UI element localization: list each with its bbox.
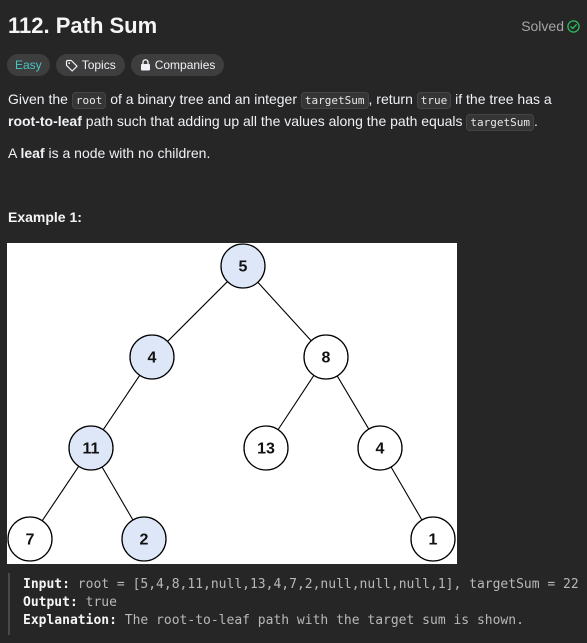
tree-node-label: 7 bbox=[26, 532, 35, 549]
tree-node-8: 8 bbox=[303, 334, 349, 380]
difficulty-badge[interactable]: Easy bbox=[7, 54, 50, 76]
tree-node-label: 1 bbox=[429, 532, 438, 549]
solved-label: Solved bbox=[521, 18, 564, 34]
tree-node-circle bbox=[220, 243, 266, 289]
tree-node-label: 13 bbox=[257, 441, 275, 458]
text: A bbox=[8, 145, 21, 161]
check-circle-icon bbox=[567, 19, 580, 33]
problem-title: 112. Path Sum bbox=[8, 13, 158, 38]
tree-node-4: 4 bbox=[129, 334, 175, 380]
input-line: Input: root = [5,4,8,11,null,13,4,7,2,nu… bbox=[23, 576, 579, 594]
companies-label: Companies bbox=[154, 58, 216, 72]
topics-button[interactable]: Topics bbox=[55, 54, 125, 76]
tree-node-label: 8 bbox=[322, 350, 331, 367]
explanation-line: Explanation: The root-to-leaf path with … bbox=[23, 612, 578, 630]
lock-icon bbox=[140, 59, 150, 71]
tree-edge bbox=[257, 281, 312, 342]
code-targetsum: targetSum bbox=[300, 92, 369, 109]
explanation-label: Explanation: bbox=[23, 613, 117, 628]
tree-node-4: 4 bbox=[357, 425, 403, 471]
example-tree-diagram: 5 4 8 11 13 4 7 2 1 bbox=[7, 243, 457, 564]
text: , return bbox=[368, 91, 417, 107]
description-paragraph-2: A leaf is a node with no children. bbox=[8, 143, 583, 164]
topics-label: Topics bbox=[81, 58, 116, 72]
tree-node-circle bbox=[121, 516, 167, 562]
tree-node-label: 11 bbox=[83, 441, 100, 458]
problem-description: Given the root of a binary tree and an i… bbox=[8, 89, 583, 164]
tree-edge bbox=[41, 465, 80, 522]
text: . bbox=[534, 113, 538, 129]
tree-node-13: 13 bbox=[243, 425, 289, 471]
example-io-block: Input: root = [5,4,8,11,null,13,4,7,2,nu… bbox=[8, 573, 579, 635]
text: is a node with no children. bbox=[44, 145, 211, 161]
tree-edge bbox=[102, 374, 141, 431]
companies-button[interactable]: Companies bbox=[130, 54, 225, 76]
tree-edge bbox=[101, 466, 134, 521]
tree-node-circle bbox=[68, 425, 114, 471]
output-label: Output: bbox=[23, 595, 78, 610]
text: if the tree has a bbox=[451, 91, 552, 107]
tree-node-label: 4 bbox=[148, 350, 157, 367]
tree-node-circle bbox=[7, 516, 53, 562]
tree-node-circle bbox=[357, 425, 403, 471]
code-true: true bbox=[416, 92, 452, 109]
output-line: Output: true bbox=[23, 594, 578, 612]
tree-node-circle bbox=[303, 334, 349, 380]
tree-node-circle bbox=[410, 516, 456, 562]
tree-node-11: 11 bbox=[68, 425, 114, 471]
input-value: root = [5,4,8,11,null,13,4,7,2,null,null… bbox=[69, 577, 579, 592]
tree-node-5: 5 bbox=[220, 243, 266, 289]
tree-node-label: 5 bbox=[239, 259, 248, 276]
bold-leaf: leaf bbox=[20, 145, 45, 161]
tree-node-label: 4 bbox=[376, 441, 385, 458]
code-root: root bbox=[71, 92, 107, 109]
tag-icon bbox=[65, 59, 78, 72]
tree-node-2: 2 bbox=[121, 516, 167, 562]
explanation-value: The root-to-leaf path with the target su… bbox=[116, 613, 524, 628]
tree-edge bbox=[390, 466, 423, 521]
text: path such that adding up all the values … bbox=[81, 113, 467, 129]
tree-node-circle bbox=[129, 334, 175, 380]
input-label: Input: bbox=[23, 577, 70, 592]
tree-edge bbox=[167, 281, 228, 342]
description-paragraph-1: Given the root of a binary tree and an i… bbox=[8, 89, 583, 133]
output-value: true bbox=[77, 595, 117, 610]
solved-status: Solved bbox=[521, 18, 580, 34]
tree-edge bbox=[277, 375, 315, 430]
tree-edge bbox=[336, 375, 370, 430]
tree-node-circle bbox=[243, 425, 289, 471]
text: Given the bbox=[8, 91, 72, 107]
tag-row: Easy Topics Companies bbox=[7, 54, 225, 76]
tree-node-1: 1 bbox=[410, 516, 456, 562]
code-targetsum: targetSum bbox=[466, 114, 535, 131]
text: of a binary tree and an integer bbox=[106, 91, 301, 107]
tree-node-label: 2 bbox=[140, 532, 149, 549]
tree-node-7: 7 bbox=[7, 516, 53, 562]
bold-root-to-leaf: root-to-leaf bbox=[8, 113, 82, 129]
example-title: Example 1: bbox=[8, 209, 82, 225]
